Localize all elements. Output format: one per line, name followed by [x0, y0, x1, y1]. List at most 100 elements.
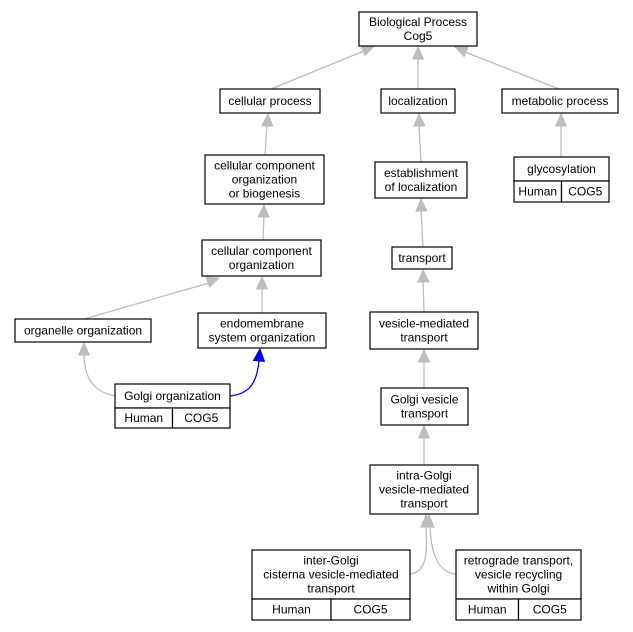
edge-line	[409, 526, 428, 575]
node-label-line: transport	[400, 331, 448, 345]
edge-line	[264, 124, 268, 156]
edge-line	[418, 124, 422, 163]
node-localization[interactable]: localization	[380, 88, 456, 114]
edge-metabolic_process-to-root	[453, 45, 560, 90]
arrowhead-icon	[415, 197, 428, 212]
node-label-line: Biological Process	[369, 15, 467, 29]
edge-golgi_org-to-organelle	[77, 341, 116, 397]
node-label-line: system organization	[209, 331, 316, 345]
edge-golgi_vesicle-to-vesicle_transport	[417, 348, 431, 388]
gene-cell	[171, 407, 231, 429]
node-label-line: transport	[401, 407, 449, 421]
edge-ccob-to-cellular_process	[261, 112, 274, 156]
node-box	[358, 11, 478, 47]
edge-line	[420, 209, 424, 248]
edge-line	[429, 526, 457, 575]
node-label-line: or biogenesis	[229, 187, 300, 201]
arrowhead-icon	[360, 44, 376, 57]
node-transport[interactable]: transport	[391, 246, 453, 270]
node-label-line: Golgi organization	[124, 389, 221, 403]
node-label-line: organization	[232, 173, 297, 187]
gene-label: COG5	[184, 411, 218, 425]
node-label-line: transport	[400, 497, 448, 511]
node-box	[369, 311, 479, 350]
node-label-line: vesicle recycling	[475, 568, 562, 582]
edge-cco-to-ccob	[257, 203, 270, 241]
node-label-line: vesicle-mediated	[379, 317, 469, 331]
node-box	[114, 383, 231, 409]
arrowhead-icon	[411, 45, 425, 60]
node-box	[204, 154, 325, 205]
edge-vesicle_transport-to-transport	[417, 268, 430, 313]
gene-label: COG5	[353, 603, 387, 617]
arrowhead-icon	[453, 45, 469, 58]
edge-line	[83, 282, 210, 320]
arrowhead-icon	[422, 513, 435, 528]
node-retrograde[interactable]: retrograde transport,vesicle recyclingwi…	[455, 549, 582, 621]
node-organelle[interactable]: organelle organization	[14, 318, 152, 343]
node-label-line: within Golgi	[486, 582, 549, 596]
node-label-line: Cog5	[404, 29, 433, 43]
annotation-row: Human COG5	[513, 180, 610, 203]
edge-line	[422, 280, 425, 313]
arrowhead-icon	[417, 424, 431, 439]
species-label: Human	[518, 185, 557, 199]
annotation-row: Human COG5	[251, 598, 411, 621]
edge-intra_golgi-to-golgi_vesicle	[417, 424, 431, 465]
edge-line	[464, 51, 560, 90]
gene-label: COG5	[568, 185, 602, 199]
arrowhead-icon	[257, 203, 270, 218]
node-label-line: cellular process	[228, 94, 311, 108]
edge-organelle-to-cco	[83, 276, 221, 320]
node-label-line: metabolic process	[512, 94, 609, 108]
node-cellular-process[interactable]: cellular process	[219, 88, 321, 114]
node-box	[14, 318, 152, 343]
edge-cellular_process-to-root	[270, 44, 376, 90]
edge-line	[270, 50, 365, 90]
arrowhead-icon	[77, 341, 91, 356]
edge-layer	[77, 44, 568, 575]
edge-line	[229, 359, 260, 397]
node-label-line: cisterna vesicle-mediated	[263, 568, 398, 582]
node-box	[219, 88, 321, 114]
annotation-row: Human COG5	[114, 407, 231, 429]
gene-cell	[517, 598, 582, 621]
gene-label: COG5	[533, 603, 567, 617]
node-label-line: cellular component	[211, 244, 312, 258]
node-label-line: transport	[307, 582, 355, 596]
arrowhead-icon	[413, 112, 426, 127]
node-box	[501, 88, 619, 114]
species-label: Human	[468, 603, 507, 617]
edge-transport-to-establishment	[415, 197, 428, 248]
node-label-line: transport	[398, 251, 446, 265]
node-label-line: organelle organization	[24, 324, 142, 338]
species-label: Human	[272, 603, 311, 617]
node-metabolic-process[interactable]: metabolic process	[501, 88, 619, 114]
edge-line	[262, 215, 265, 241]
arrowhead-icon	[261, 112, 274, 127]
arrowhead-icon	[554, 112, 568, 127]
edge-establishment-to-localization	[413, 112, 426, 163]
species-label: Human	[124, 411, 163, 425]
node-label-line: of localization	[385, 180, 458, 194]
edge-retrograde-to-intra_golgi	[422, 513, 457, 575]
node-box	[369, 464, 479, 515]
edge-glycosylation-to-metabolic_process	[554, 112, 568, 157]
node-label-line: intra-Golgi	[396, 469, 451, 483]
node-label-line: cellular component	[214, 159, 315, 173]
node-label-line: vesicle-mediated	[379, 483, 469, 497]
node-label-line: endomembrane	[220, 317, 304, 331]
edge-localization-to-root	[411, 45, 425, 89]
